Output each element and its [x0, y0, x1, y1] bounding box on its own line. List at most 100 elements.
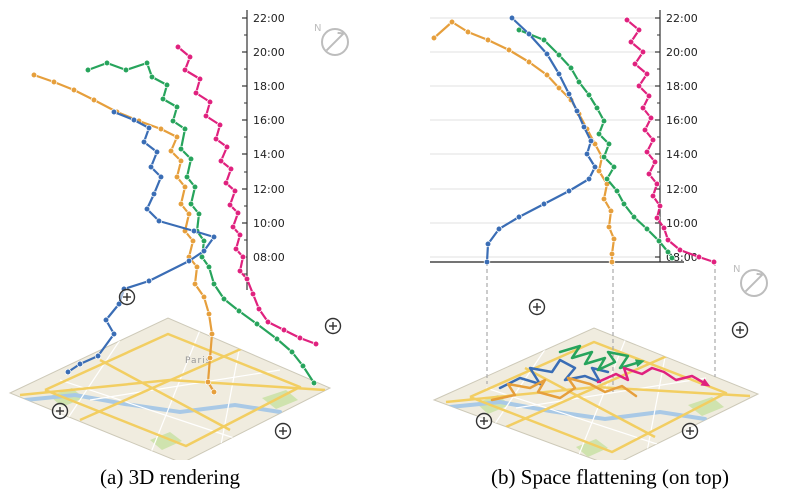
plus-marker	[118, 288, 136, 306]
magenta-trajectory-line	[177, 46, 317, 346]
magenta-trajectory-point	[653, 214, 661, 222]
green-trajectory-point	[103, 59, 111, 67]
magenta-trajectory-point	[243, 275, 251, 283]
plus-marker	[324, 317, 342, 335]
blue-trajectory-point	[543, 50, 551, 58]
magenta-trajectory-point	[236, 231, 244, 239]
blue-trajectory-point	[483, 258, 491, 266]
blue-trajectory-point	[495, 225, 503, 233]
orange-trajectory-point	[543, 71, 551, 79]
blue-trajectory-point	[64, 368, 72, 376]
green-trajectory	[84, 59, 318, 387]
blue-trajectory-point	[583, 150, 591, 158]
green-trajectory-point	[173, 103, 181, 111]
magenta-trajectory-point	[227, 165, 235, 173]
green-trajectory-point	[664, 248, 672, 256]
green-trajectory-point	[187, 200, 195, 208]
map-road-major	[19, 378, 326, 397]
magenta-trajectory-point	[631, 60, 639, 68]
map-road-minor	[89, 369, 281, 401]
orange-trajectory-point	[448, 18, 456, 26]
blue-trajectory-point	[185, 257, 193, 265]
orange-trajectory-point	[70, 86, 78, 94]
blue-trajectory-point	[210, 233, 218, 241]
plus-marker	[528, 298, 546, 316]
magenta-trajectory-point	[264, 318, 272, 326]
blue-trajectory-point	[515, 213, 523, 221]
magenta-trajectory-point	[695, 253, 703, 261]
green-trajectory-point	[273, 335, 281, 343]
orange-flat-trajectory	[490, 376, 638, 402]
blue-trajectory-line	[485, 17, 597, 263]
orange-trajectory-point	[605, 223, 613, 231]
magenta-trajectory-point	[660, 224, 668, 232]
blue-trajectory-point	[143, 205, 151, 213]
blue-trajectory-point	[484, 240, 492, 248]
plus-marker	[475, 412, 493, 430]
green-trajectory-point	[195, 210, 203, 218]
green-trajectory-point	[183, 173, 191, 181]
orange-trajectory-point	[167, 147, 175, 155]
map-river	[23, 392, 282, 415]
orange-trajectory-point	[185, 210, 193, 218]
compass-icon: N	[314, 23, 349, 56]
map-park	[688, 397, 724, 416]
caption-a: (a) 3D rendering	[100, 465, 240, 489]
orange-trajectory-point	[608, 250, 616, 258]
magenta-trajectory-point	[651, 158, 659, 166]
map-city-label: Paris	[185, 356, 211, 366]
green-trajectory-point	[288, 348, 296, 356]
green-trajectory-point	[593, 104, 601, 112]
magenta-trajectory-point	[196, 75, 204, 83]
tick-label: 20:00	[253, 46, 285, 59]
blue-trajectory	[483, 14, 599, 266]
orange-trajectory-point	[200, 293, 208, 301]
blue-trajectory-point	[140, 138, 148, 146]
map-road-major	[505, 350, 677, 429]
magenta-trajectory-point	[255, 305, 263, 313]
magenta-trajectory-point	[174, 43, 182, 51]
magenta-trajectory-point	[656, 202, 664, 210]
map-park	[150, 432, 182, 450]
green-trajectory-point	[253, 320, 261, 328]
blue-trajectory-point	[94, 352, 102, 360]
map-road-major	[44, 332, 302, 448]
map-details: Paris	[19, 329, 326, 456]
map-road-major	[524, 366, 656, 439]
magenta-trajectory-point	[641, 126, 649, 134]
green-trajectory-point	[600, 117, 608, 125]
orange-trajectory-point	[505, 46, 513, 54]
blue-trajectory-point	[130, 116, 138, 124]
magenta-trajectory-point	[181, 66, 189, 74]
panel-a: Paris22:0020:0018:0016:0014:0012:0010:00…	[8, 10, 349, 460]
green-trajectory-point	[643, 225, 651, 233]
green-trajectory-point	[210, 280, 218, 288]
blue-trajectory-point	[587, 137, 595, 145]
magenta-trajectory-point	[643, 70, 651, 78]
green-trajectory-point	[177, 145, 185, 153]
tick-label: 18:00	[253, 80, 285, 93]
magenta-flat-trajectory	[596, 366, 708, 386]
green-trajectory-point	[187, 155, 195, 163]
green-trajectory	[515, 26, 676, 262]
magenta-trajectory-point	[312, 340, 320, 348]
magenta-trajectory	[174, 43, 320, 348]
green-trajectory-point	[191, 183, 199, 191]
panel-b: 22:0020:0018:0016:0014:0012:0010:0008:00…	[430, 10, 768, 460]
map-surface	[8, 317, 332, 460]
magenta-trajectory-point	[236, 267, 244, 275]
green-trajectory-point	[600, 153, 608, 161]
tick-label: 14:00	[253, 148, 285, 161]
blue-trajectory-point	[110, 330, 118, 338]
orange-trajectory-point	[157, 125, 165, 133]
map-park	[576, 439, 608, 457]
green-trajectory-point	[668, 254, 676, 262]
magenta-trajectory-point	[229, 223, 237, 231]
blue-trajectory-point	[508, 14, 516, 22]
compass-needle-barb	[756, 272, 763, 276]
green-trajectory-point	[555, 51, 563, 59]
plus-marker	[681, 422, 699, 440]
orange-trajectory-point	[50, 78, 58, 86]
magenta-trajectory-point	[232, 245, 240, 253]
green-trajectory-point	[595, 130, 603, 138]
